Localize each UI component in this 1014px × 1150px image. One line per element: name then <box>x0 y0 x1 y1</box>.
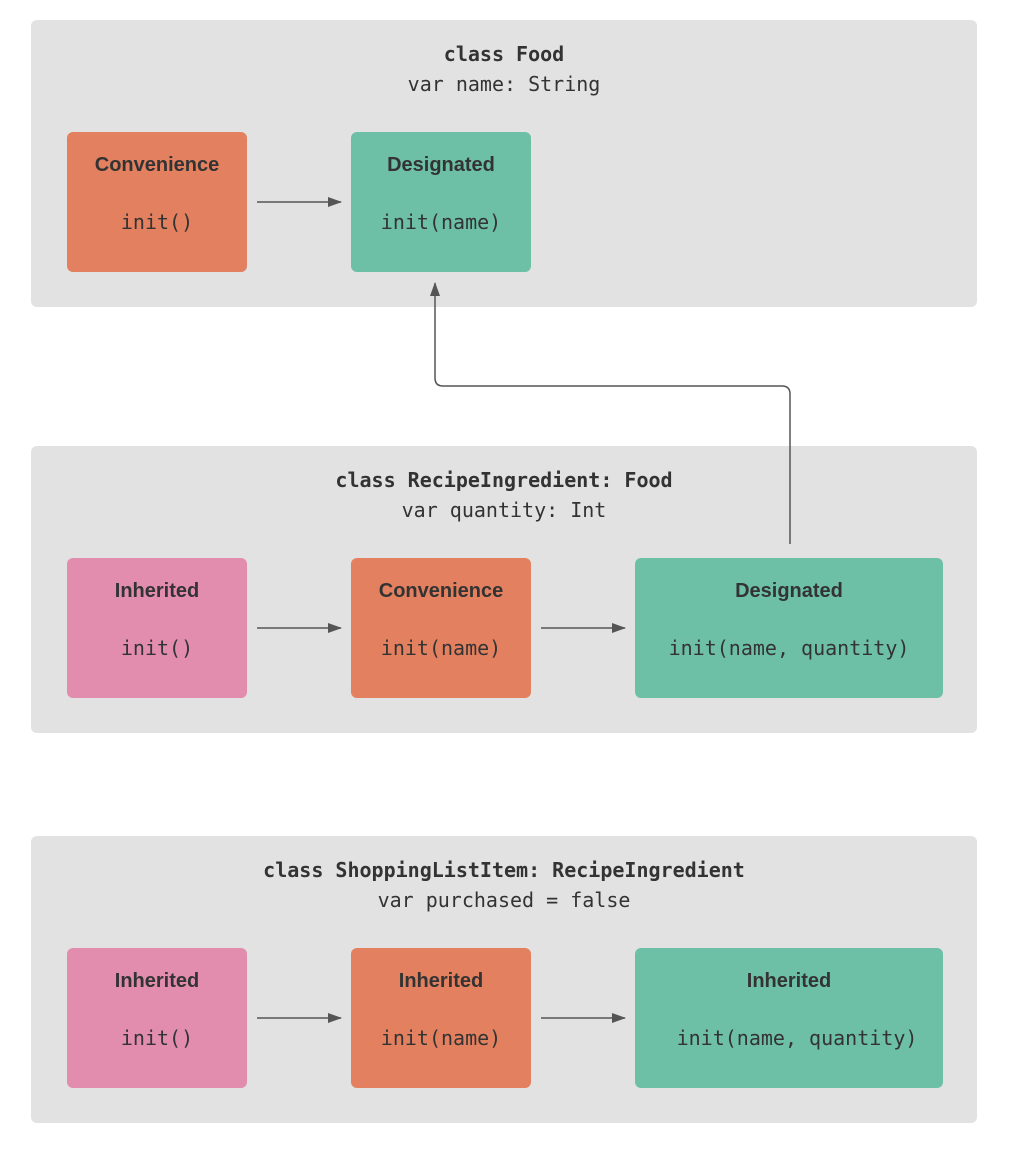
food-designated-initializer: Designated init(name) <box>351 132 531 272</box>
recipe-convenience-initializer: Convenience init(name) <box>351 558 531 698</box>
initializer-signature: init(name) <box>380 636 502 660</box>
initializer-kind: Designated <box>735 580 843 602</box>
initializer-signature: init() <box>120 210 194 234</box>
initializer-kind: Inherited <box>398 970 484 992</box>
class-title: class ShoppingListItem: RecipeIngredient <box>263 858 745 882</box>
initializer-kind: Convenience <box>378 580 504 602</box>
initializer-signature: init() <box>120 636 194 660</box>
shopping-inherited-name-initializer: Inherited init(name) <box>351 948 531 1088</box>
shopping-inherited-init-initializer: Inherited init() <box>67 948 247 1088</box>
class-property: var quantity: Int <box>401 498 607 522</box>
class-title: class Food <box>443 42 565 66</box>
class-property: var name: String <box>407 72 601 96</box>
shopping-inherited-name-quantity-initializer: Inherited init(name, quantity) <box>635 948 943 1088</box>
initializer-kind: Inherited <box>114 580 200 602</box>
initializer-signature: init(name, quantity) <box>668 636 910 660</box>
initializer-signature: init(name, quantity) <box>676 1026 918 1050</box>
arrow-recipe-designated-to-food-designated <box>430 282 791 544</box>
initializer-signature: init(name) <box>380 210 502 234</box>
initializer-kind: Convenience <box>94 154 220 176</box>
recipe-designated-initializer: Designated init(name, quantity) <box>635 558 943 698</box>
class-property: var purchased = false <box>377 888 631 912</box>
food-convenience-initializer: Convenience init() <box>67 132 247 272</box>
class-title: class RecipeIngredient: Food <box>335 468 673 492</box>
initializer-signature: init(name) <box>380 1026 502 1050</box>
initializer-kind: Designated <box>387 154 495 176</box>
initializer-kind: Inherited <box>114 970 200 992</box>
recipe-inherited-initializer: Inherited init() <box>67 558 247 698</box>
initializer-kind: Inherited <box>746 970 832 992</box>
initializer-signature: init() <box>120 1026 194 1050</box>
